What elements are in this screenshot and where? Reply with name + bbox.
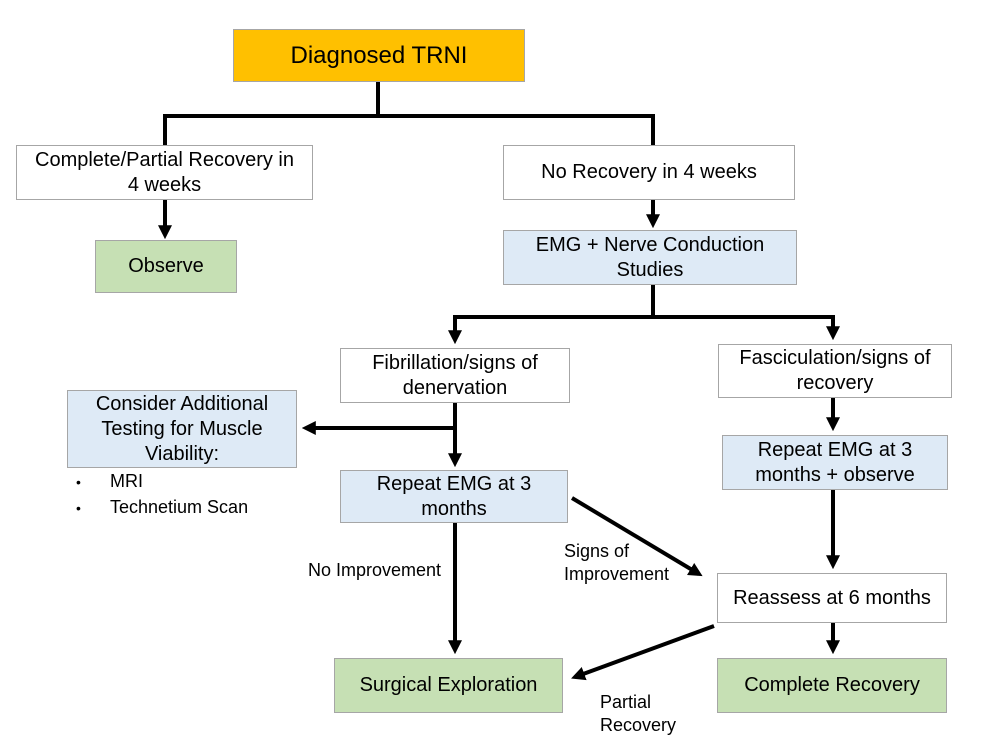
node-fasciculation: Fasciculation/signs of recovery <box>718 344 952 398</box>
node-surgical-exploration: Surgical Exploration <box>334 658 563 713</box>
node-complete-partial-recovery: Complete/Partial Recovery in 4 weeks <box>16 145 313 200</box>
muscle-viability-bullet-list: • MRI • Technetium Scan <box>76 471 248 523</box>
node-observe: Observe <box>95 240 237 293</box>
bullet-icon: • <box>76 474 81 490</box>
edge-label-no-improvement: No Improvement <box>308 560 442 580</box>
edge-top-splitter <box>163 82 655 147</box>
node-fibrillation: Fibrillation/signs of denervation <box>340 348 570 403</box>
edge-label-partial-recovery: Partial Recovery <box>600 692 677 736</box>
edge-label-signs-of-improvement: Signs of Improvement <box>564 541 670 585</box>
edge-partialrecovery-to-surgical <box>571 624 715 681</box>
node-no-recovery: No Recovery in 4 weeks <box>503 145 795 200</box>
node-complete-recovery: Complete Recovery <box>717 658 947 713</box>
bullet-icon: • <box>76 500 81 516</box>
bullet-label-technetium: Technetium Scan <box>110 497 249 517</box>
edge-improvement-to-reassess <box>570 496 703 577</box>
node-emg-nerve-conduction: EMG + Nerve Conduction Studies <box>503 230 797 285</box>
node-repeat-emg-3-months: Repeat EMG at 3 months <box>340 470 568 523</box>
node-diagnosed-trni: Diagnosed TRNI <box>233 29 525 82</box>
node-consider-testing: Consider Additional Testing for Muscle V… <box>67 390 297 468</box>
node-repeat-emg-3-months-observe: Repeat EMG at 3 months + observe <box>722 435 948 490</box>
list-item: • Technetium Scan <box>76 497 248 518</box>
bullet-label-mri: MRI <box>110 471 143 491</box>
list-item: • MRI <box>76 471 248 492</box>
edge-emg-splitter <box>453 285 835 319</box>
node-reassess-6-months: Reassess at 6 months <box>717 573 947 623</box>
